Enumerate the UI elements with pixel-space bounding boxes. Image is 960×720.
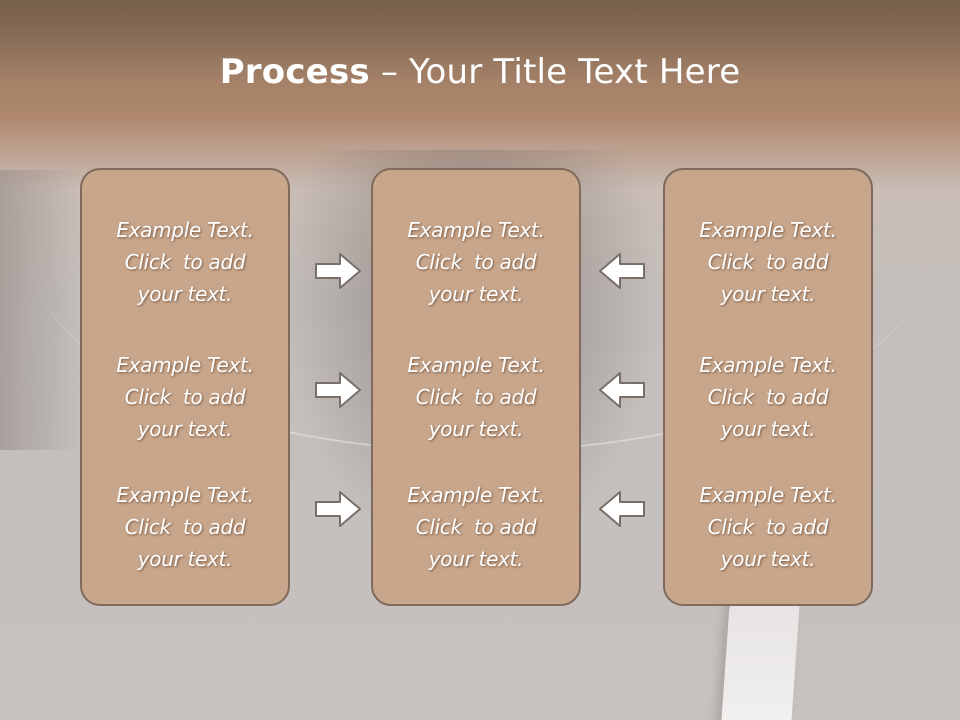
text-line: Click to add bbox=[124, 515, 246, 539]
text-line: Click to add bbox=[415, 250, 537, 274]
right-arrow-icon[interactable] bbox=[314, 370, 362, 410]
text-line: your text. bbox=[428, 417, 524, 441]
right-arrow-icon[interactable] bbox=[314, 489, 362, 529]
text-placeholder[interactable]: Example Text. Click to add your text. bbox=[373, 349, 579, 445]
text-placeholder[interactable]: Example Text. Click to add your text. bbox=[665, 349, 871, 445]
text-line: Example Text. bbox=[699, 483, 837, 507]
text-placeholder[interactable]: Example Text. Click to add your text. bbox=[82, 349, 288, 445]
text-line: Click to add bbox=[707, 385, 829, 409]
text-line: Example Text. bbox=[407, 218, 545, 242]
text-placeholder[interactable]: Example Text. Click to add your text. bbox=[82, 479, 288, 575]
text-line: your text. bbox=[137, 282, 233, 306]
text-line: your text. bbox=[428, 282, 524, 306]
text-placeholder[interactable]: Example Text. Click to add your text. bbox=[665, 214, 871, 310]
text-line: Example Text. bbox=[699, 353, 837, 377]
text-placeholder[interactable]: Example Text. Click to add your text. bbox=[373, 214, 579, 310]
process-box-center[interactable]: Example Text. Click to add your text. Ex… bbox=[371, 168, 581, 606]
header-band bbox=[0, 0, 960, 140]
text-line: Example Text. bbox=[407, 483, 545, 507]
text-line: your text. bbox=[720, 282, 816, 306]
text-line: Example Text. bbox=[116, 483, 254, 507]
slide-title[interactable]: Process – Your Title Text Here bbox=[0, 52, 960, 92]
left-arrow-icon[interactable] bbox=[598, 489, 646, 529]
text-line: Click to add bbox=[707, 515, 829, 539]
title-rest: – Your Title Text Here bbox=[369, 52, 741, 92]
text-line: Example Text. bbox=[407, 353, 545, 377]
text-placeholder[interactable]: Example Text. Click to add your text. bbox=[665, 479, 871, 575]
process-box-left[interactable]: Example Text. Click to add your text. Ex… bbox=[80, 168, 290, 606]
text-line: your text. bbox=[720, 417, 816, 441]
text-placeholder[interactable]: Example Text. Click to add your text. bbox=[373, 479, 579, 575]
right-arrow-icon[interactable] bbox=[314, 251, 362, 291]
text-line: Click to add bbox=[707, 250, 829, 274]
text-line: Example Text. bbox=[116, 218, 254, 242]
text-line: your text. bbox=[720, 547, 816, 571]
text-line: Example Text. bbox=[116, 353, 254, 377]
background-figure bbox=[720, 600, 800, 720]
text-line: Click to add bbox=[415, 515, 537, 539]
left-arrow-icon[interactable] bbox=[598, 370, 646, 410]
process-box-right[interactable]: Example Text. Click to add your text. Ex… bbox=[663, 168, 873, 606]
text-line: Click to add bbox=[124, 385, 246, 409]
text-line: your text. bbox=[137, 417, 233, 441]
title-bold: Process bbox=[219, 52, 370, 92]
text-placeholder[interactable]: Example Text. Click to add your text. bbox=[82, 214, 288, 310]
left-arrow-icon[interactable] bbox=[598, 251, 646, 291]
text-line: your text. bbox=[428, 547, 524, 571]
text-line: Example Text. bbox=[699, 218, 837, 242]
text-line: Click to add bbox=[415, 385, 537, 409]
text-line: Click to add bbox=[124, 250, 246, 274]
text-line: your text. bbox=[137, 547, 233, 571]
